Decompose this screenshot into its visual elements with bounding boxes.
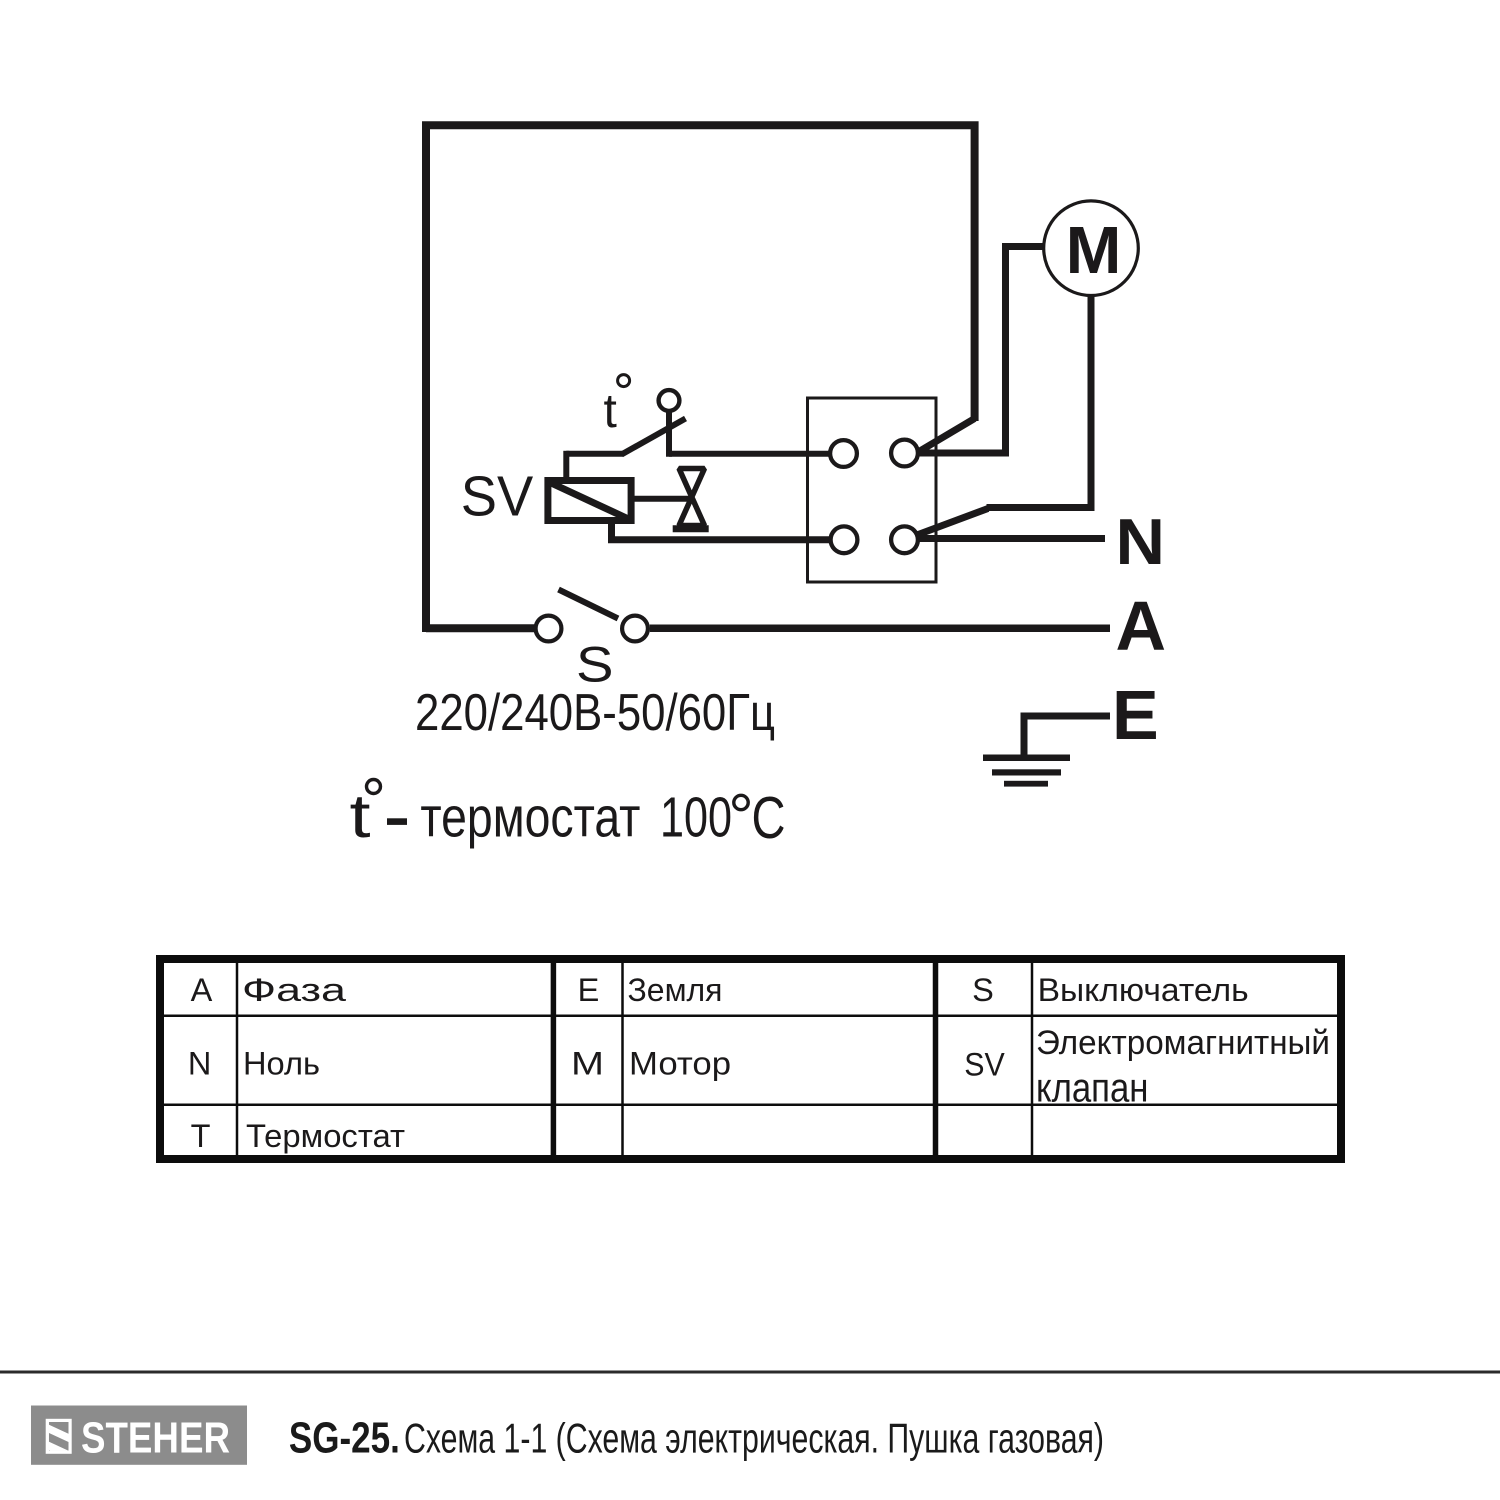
svg-text:SV: SV	[461, 464, 534, 528]
svg-text:клапан: клапан	[1036, 1065, 1149, 1111]
svg-text:Термостат: Термостат	[246, 1118, 405, 1154]
svg-text:SG-25.: SG-25.	[289, 1415, 400, 1463]
svg-text:термостат: термостат	[420, 786, 640, 850]
svg-text:M: M	[571, 1045, 604, 1081]
svg-text:C: C	[752, 785, 786, 851]
svg-text:SV: SV	[964, 1046, 1005, 1082]
svg-text:S: S	[972, 972, 994, 1008]
svg-text:A: A	[1116, 587, 1167, 665]
svg-text:S: S	[576, 636, 614, 693]
svg-text:E: E	[578, 972, 600, 1008]
svg-text:Электромагнитный: Электромагнитный	[1036, 1024, 1330, 1062]
svg-text:E: E	[1112, 676, 1159, 754]
svg-text:N: N	[1116, 505, 1166, 578]
svg-text:t: t	[350, 782, 371, 850]
svg-text:Фаза: Фаза	[242, 972, 347, 1008]
svg-text:STEHER: STEHER	[81, 1414, 230, 1463]
svg-text:Схема 1-1 (Схема электрическая: Схема 1-1 (Схема электрическая. Пушка га…	[404, 1415, 1104, 1462]
svg-text:A: A	[191, 972, 213, 1008]
svg-text:t: t	[604, 385, 617, 438]
svg-text:N: N	[188, 1045, 211, 1081]
svg-text:T: T	[191, 1118, 211, 1154]
svg-text:Выключатель: Выключатель	[1038, 972, 1249, 1008]
svg-text:Земля: Земля	[628, 972, 723, 1008]
svg-text:Ноль: Ноль	[243, 1045, 320, 1081]
svg-text:M: M	[1066, 213, 1122, 288]
svg-text:Мотор: Мотор	[629, 1045, 731, 1081]
svg-text:220/240В-50/60Гц: 220/240В-50/60Гц	[415, 684, 775, 742]
svg-text:100: 100	[660, 786, 732, 850]
